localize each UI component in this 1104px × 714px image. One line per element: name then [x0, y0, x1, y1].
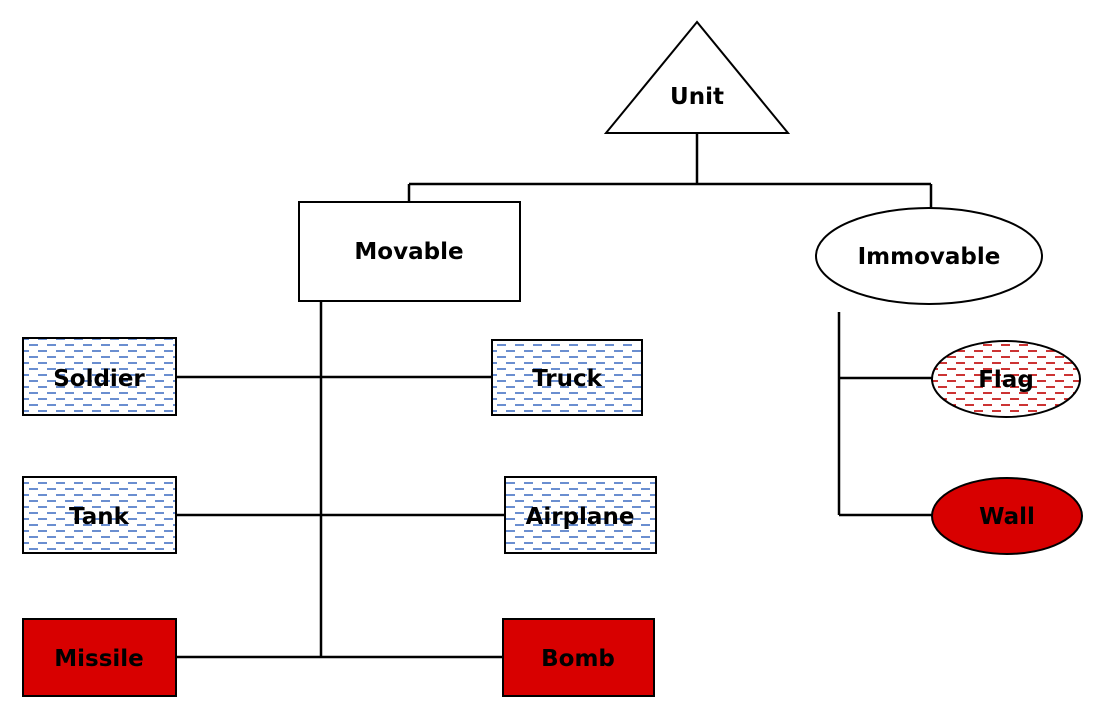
node-movable: Movable: [298, 201, 521, 302]
node-missile: Missile: [22, 618, 177, 697]
node-truck-label: Truck: [532, 366, 603, 392]
node-flag-label: Flag: [978, 367, 1034, 393]
node-movable-label: Movable: [354, 239, 463, 265]
rectangle-shape: [491, 339, 643, 416]
rectangle-shape: [504, 476, 657, 554]
node-immovable: Immovable: [815, 207, 1043, 305]
node-bomb: Bomb: [502, 618, 655, 697]
rectangle-shape: [298, 201, 521, 302]
node-airplane-label: Airplane: [526, 504, 635, 530]
node-wall: Wall: [931, 477, 1083, 555]
ellipse-shape: [931, 340, 1081, 418]
rectangle-shape: [22, 476, 177, 554]
rectangle-shape: [22, 618, 177, 697]
node-tank: Tank: [22, 476, 177, 554]
ellipse-shape: [931, 477, 1083, 555]
node-bomb-label: Bomb: [541, 646, 615, 672]
node-unit: Unit: [603, 20, 791, 134]
node-missile-label: Missile: [54, 646, 144, 672]
connectors: [176, 133, 933, 659]
node-soldier-label: Soldier: [53, 366, 145, 392]
node-unit-label: Unit: [670, 84, 724, 110]
node-wall-label: Wall: [979, 504, 1035, 530]
node-airplane: Airplane: [504, 476, 657, 554]
node-flag: Flag: [931, 340, 1081, 418]
node-soldier: Soldier: [22, 337, 177, 416]
rectangle-shape: [502, 618, 655, 697]
node-immovable-label: Immovable: [858, 244, 1001, 270]
node-truck: Truck: [491, 339, 643, 416]
ellipse-shape: [815, 207, 1043, 305]
rectangle-shape: [22, 337, 177, 416]
node-tank-label: Tank: [69, 504, 130, 530]
triangle-shape: [603, 20, 791, 134]
